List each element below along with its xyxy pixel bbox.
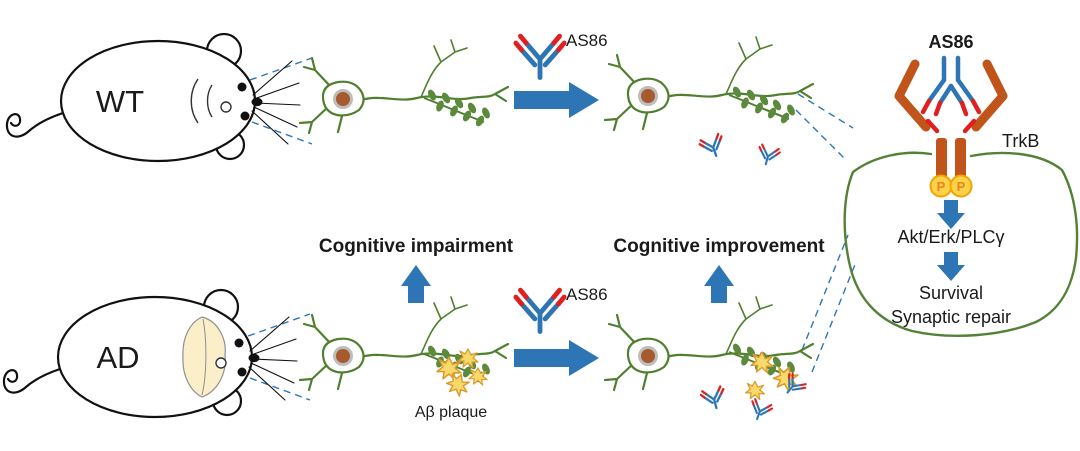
ad-synapse-to-pathway-line (811, 261, 857, 373)
treatment-arrow-bottom (514, 340, 599, 376)
ad-mouse-body (2, 288, 299, 419)
ad-neuron-before (298, 295, 510, 399)
trkb-label: TrkB (1002, 131, 1039, 151)
dashed-connectors (247, 57, 857, 401)
ad-mouse-to-neuron-line (249, 377, 311, 401)
bound-antibody-icon (697, 132, 729, 161)
cell-membrane (843, 151, 1079, 337)
wt-brain-outline (190, 78, 213, 124)
ad-mouse-to-neuron-line (247, 313, 311, 337)
wt-mouse-body (5, 32, 302, 163)
outcome-synaptic-repair: Synaptic repair (891, 307, 1011, 327)
phospho-site-left: P (929, 174, 953, 198)
as86-antibody-icon-bottom (516, 290, 564, 331)
improvement-up-arrow (704, 265, 734, 303)
trkb-arm-left (894, 59, 931, 132)
antibody-binding-tips (920, 98, 982, 134)
pathway-down-arrow-2 (937, 252, 965, 281)
pathway-as86-label: AS86 (928, 32, 973, 52)
wt-mouse (5, 32, 302, 163)
wt-synapse-to-pathway-line (795, 109, 847, 161)
abeta-plaque-label: Aβ plaque (415, 404, 487, 421)
cognitive-impairment-label: Cognitive impairment (319, 236, 514, 257)
wt-neuron-after-spines (728, 84, 798, 126)
wt-neuron-after (603, 35, 815, 168)
wt-synapse-to-pathway-line (797, 93, 854, 129)
as86-treatment-bottom: AS86 (514, 285, 608, 376)
as86-treatment-top: AS86 (514, 31, 608, 118)
ad-mouse (2, 288, 299, 419)
as86-bound-antibody (926, 55, 976, 106)
abeta-plaque-icon (744, 380, 766, 401)
wt-mouse-to-neuron-line (251, 121, 313, 145)
bound-antibody-icon (754, 143, 782, 168)
phospho-site-right: P (949, 174, 973, 198)
wt-neuron-before-spines (423, 87, 493, 129)
ad-neuron-after (603, 295, 815, 424)
pathway-down-arrow-1 (937, 200, 965, 229)
as86-label-top: AS86 (566, 31, 608, 50)
cognitive-improvement-label: Cognitive improvement (613, 236, 825, 257)
treatment-arrow-top (514, 82, 599, 118)
wt-mouse-to-neuron-line (249, 57, 313, 81)
ad-brain-midline (201, 318, 207, 396)
as86-label-bottom: AS86 (566, 285, 608, 304)
outcome-survival: Survival (919, 283, 983, 303)
ad-label: AD (96, 340, 139, 375)
as86-trkb-complex (894, 55, 1008, 134)
bound-antibody-icon (746, 397, 775, 424)
wt-label: WT (96, 84, 144, 119)
bound-antibody-icon (698, 384, 729, 413)
phospho-p-left: P (937, 179, 946, 194)
trkb-arm-right (971, 59, 1008, 132)
wt-neuron-before (298, 38, 510, 135)
as86-antibody-icon-top (516, 36, 564, 77)
ad-synapse-to-pathway-line (801, 234, 849, 351)
ad-injection-site (215, 357, 227, 369)
wt-injection-site (220, 101, 232, 113)
impairment-up-arrow (401, 265, 431, 303)
cascade-label: Akt/Erk/PLCγ (897, 227, 1004, 247)
ad-brain (182, 316, 226, 398)
signaling-pathway-panel: AS86 (843, 32, 1079, 337)
phospho-p-right: P (957, 179, 966, 194)
